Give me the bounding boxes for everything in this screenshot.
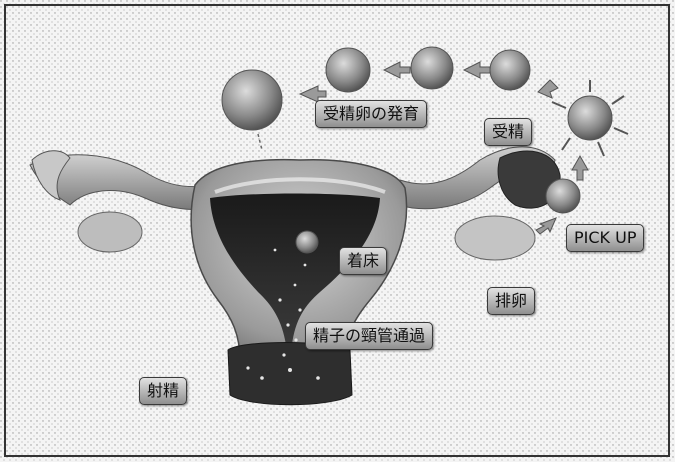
blastocyst-large xyxy=(222,70,282,130)
label-cervical-passage: 精子の頸管通過 xyxy=(305,322,433,350)
four-cell-embryo xyxy=(411,47,453,89)
morula xyxy=(326,48,370,92)
released-egg xyxy=(546,179,580,213)
label-fertilization: 受精 xyxy=(484,118,532,146)
label-ejaculation: 射精 xyxy=(139,377,187,405)
label-pickup: PICK UP xyxy=(566,224,644,252)
implanted-embryo xyxy=(296,231,318,253)
cervix xyxy=(228,343,352,405)
label-egg-development: 受精卵の発育 xyxy=(315,100,427,128)
right-ovary xyxy=(455,216,535,260)
label-implantation: 着床 xyxy=(339,247,387,275)
left-ovary xyxy=(78,212,142,252)
label-ovulation: 排卵 xyxy=(487,287,535,315)
two-cell-embryo xyxy=(490,50,530,90)
